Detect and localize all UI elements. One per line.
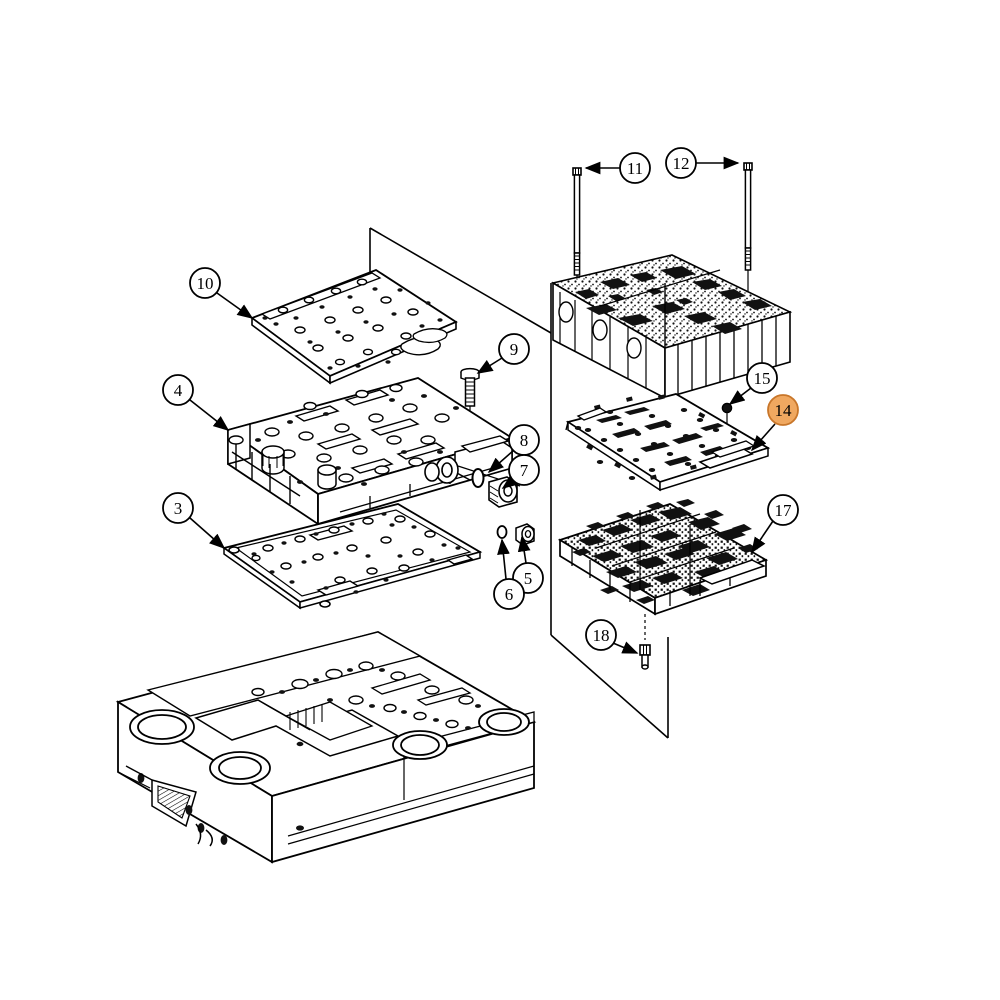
callout-circle-17[interactable] xyxy=(767,494,799,526)
part-separator-plate-right[interactable] xyxy=(565,393,771,492)
assembly-reference-frame xyxy=(369,227,669,739)
part-transmission-case-housing[interactable] xyxy=(115,631,537,864)
leader-line-3 xyxy=(189,517,226,550)
leader-line-10 xyxy=(216,292,254,319)
part-upper-separator-plate[interactable] xyxy=(250,268,458,385)
callout-circle-9[interactable] xyxy=(498,333,530,365)
part-check-ball[interactable] xyxy=(721,402,733,445)
callout-circle-6[interactable] xyxy=(493,578,525,610)
leader-line-9 xyxy=(476,357,503,374)
callout-17[interactable]: 17 xyxy=(751,494,799,554)
callout-circle-7[interactable] xyxy=(508,454,540,486)
leader-line-17 xyxy=(751,520,774,554)
part-upper-valve-block[interactable] xyxy=(550,254,793,400)
callout-circle-10[interactable] xyxy=(189,267,221,299)
callout-9[interactable]: 9 xyxy=(476,333,530,374)
callout-circle-3[interactable] xyxy=(162,492,194,524)
callout-circle-14[interactable] xyxy=(767,394,799,426)
callout-circle-15[interactable] xyxy=(746,362,778,394)
callout-circle-8[interactable] xyxy=(508,424,540,456)
callout-circle-11[interactable] xyxy=(619,152,651,184)
leader-line-5 xyxy=(517,535,531,564)
leader-line-15 xyxy=(728,387,752,405)
leader-line-18 xyxy=(612,641,639,654)
part-o-ring-large[interactable] xyxy=(471,468,485,488)
callout-10[interactable]: 10 xyxy=(189,267,254,319)
part-short-bolt[interactable] xyxy=(639,644,651,670)
part-valve-body-main[interactable] xyxy=(225,377,521,526)
part-lower-valve-body-right[interactable] xyxy=(557,499,769,640)
leader-line-8 xyxy=(487,449,515,474)
part-o-ring-small[interactable] xyxy=(496,525,508,539)
callout-4[interactable]: 4 xyxy=(162,374,230,431)
part-plug-fitting-small[interactable] xyxy=(515,523,535,546)
leader-line-4 xyxy=(189,399,230,431)
callout-3[interactable]: 3 xyxy=(162,492,226,550)
leader-line-14 xyxy=(750,423,776,452)
callout-18[interactable]: 18 xyxy=(585,619,639,654)
callout-circle-18[interactable] xyxy=(585,619,617,651)
leader-line-6 xyxy=(497,538,510,580)
callout-12[interactable]: 12 xyxy=(665,147,740,179)
callout-circle-12[interactable] xyxy=(665,147,697,179)
callout-circle-4[interactable] xyxy=(162,374,194,406)
callout-11[interactable]: 11 xyxy=(584,152,651,184)
part-lower-gasket-plate[interactable] xyxy=(221,503,483,610)
callout-14[interactable]: 14 xyxy=(750,394,799,452)
